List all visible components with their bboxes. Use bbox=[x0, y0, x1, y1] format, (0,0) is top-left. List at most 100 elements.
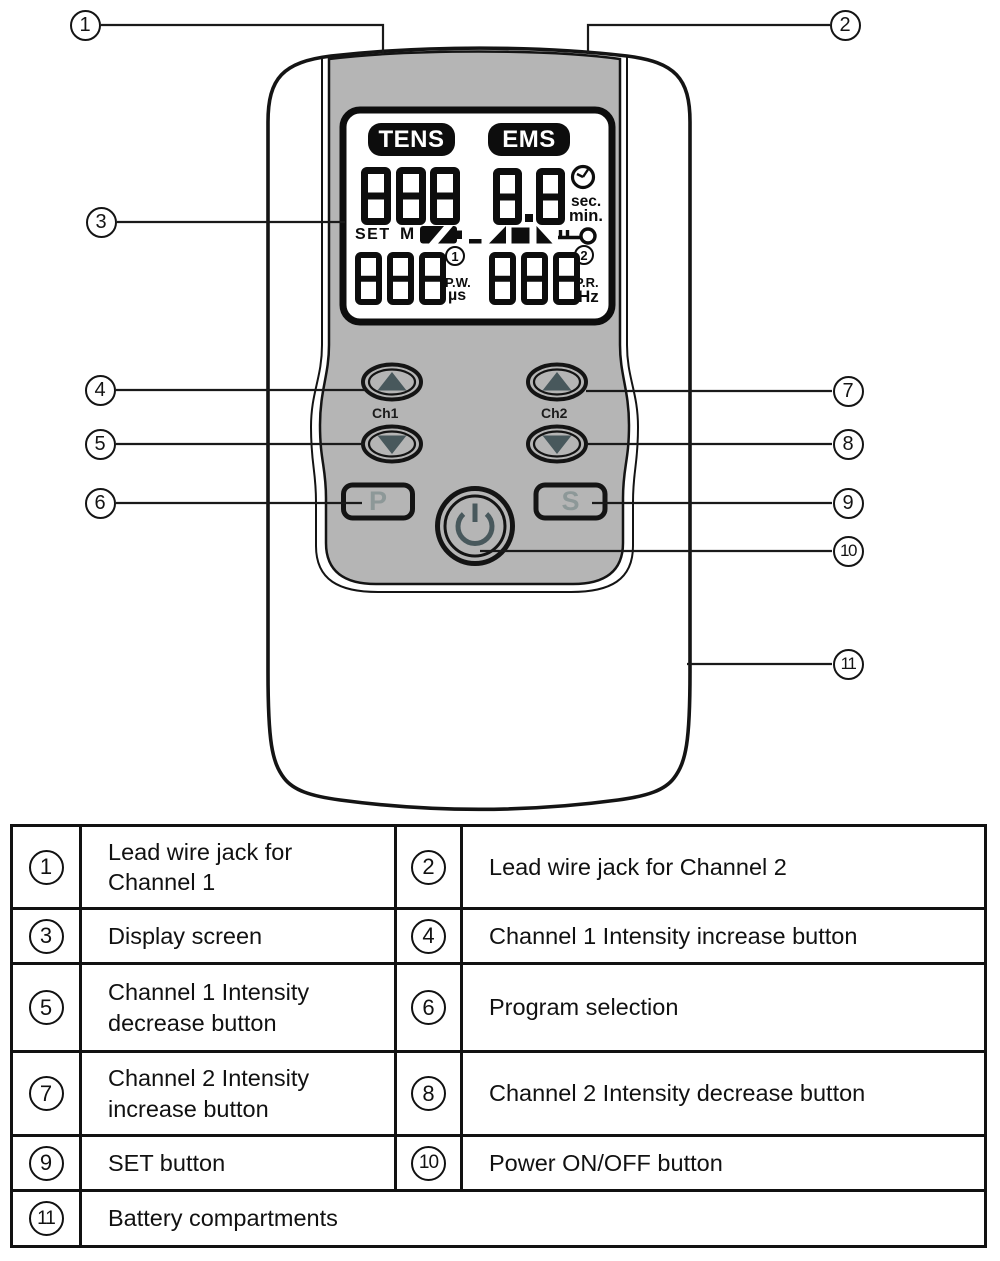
tens-badge-bg bbox=[368, 123, 455, 156]
sec-unit-label: sec. bbox=[571, 193, 602, 210]
us-unit-label: µs bbox=[448, 287, 467, 304]
legend-table: 1 Lead wire jack for Channel 1 2 Lead wi… bbox=[10, 824, 987, 1248]
ch2-intensity-down-button[interactable] bbox=[526, 424, 588, 464]
table-desc-cell: Channel 2 Intensity increase button bbox=[82, 1053, 394, 1134]
callout-lines bbox=[101, 23, 832, 666]
table-desc-cell: Channel 1 Intensity decrease button bbox=[82, 965, 394, 1050]
up-arrow-icon bbox=[542, 372, 572, 391]
ems-badge-bg bbox=[488, 123, 570, 156]
table-num-cell: 7 bbox=[13, 1053, 79, 1134]
table-callout-2: 2 bbox=[411, 849, 446, 885]
segment-digit bbox=[493, 168, 522, 225]
table-num-cell: 2 bbox=[397, 827, 460, 907]
callout-4: 4 bbox=[84, 374, 116, 406]
table-callout-10: 10 bbox=[411, 1145, 446, 1181]
segment-digit bbox=[430, 167, 460, 225]
segment-digit bbox=[355, 252, 382, 305]
table-num-cell: 10 bbox=[397, 1137, 460, 1189]
up-arrow-icon bbox=[377, 372, 407, 391]
callout-9: 9 bbox=[832, 487, 864, 519]
set-indicator: SET bbox=[355, 226, 391, 243]
segment-digit bbox=[536, 168, 565, 225]
pw-label: P.W. bbox=[445, 275, 471, 290]
intensity-ramp-icon bbox=[489, 226, 553, 244]
table-num-cell: 8 bbox=[397, 1053, 460, 1134]
table-desc-cell: SET button bbox=[82, 1137, 394, 1189]
ch1-intensity-up-button[interactable] bbox=[361, 362, 423, 402]
table-desc-cell: Lead wire jack for Channel 1 bbox=[82, 827, 394, 907]
ch2-intensity-up-button[interactable] bbox=[526, 362, 588, 402]
tens-badge: TENS bbox=[378, 125, 445, 153]
segment-digit bbox=[395, 167, 426, 225]
program-button-label[interactable]: P bbox=[368, 486, 387, 516]
callout-7: 7 bbox=[832, 375, 864, 407]
table-num-cell: 11 bbox=[13, 1192, 79, 1245]
timer-digits bbox=[493, 168, 565, 225]
power-button[interactable] bbox=[435, 486, 515, 566]
callout-2: 2 bbox=[829, 9, 861, 41]
ch1-intensity-down-button[interactable] bbox=[361, 424, 423, 464]
table-num-cell: 9 bbox=[13, 1137, 79, 1189]
segment-digit bbox=[489, 252, 516, 305]
timer-clock-icon bbox=[570, 164, 596, 190]
table-callout-8: 8 bbox=[411, 1076, 446, 1111]
table-desc-cell: Channel 1 Intensity increase button bbox=[463, 910, 984, 962]
ch1-intensity-digits bbox=[361, 167, 460, 225]
table-num-cell: 5 bbox=[13, 965, 79, 1050]
down-arrow-icon bbox=[542, 435, 572, 454]
table-desc-cell: Lead wire jack for Channel 2 bbox=[463, 827, 984, 907]
memory-indicator: M bbox=[400, 224, 415, 243]
table-desc-cell: Battery compartments bbox=[82, 1192, 984, 1245]
table-callout-6: 6 bbox=[411, 990, 446, 1025]
battery-icon bbox=[420, 226, 462, 244]
callout-8: 8 bbox=[832, 428, 864, 460]
table-callout-5: 5 bbox=[28, 990, 64, 1025]
callout-11: 11 bbox=[832, 648, 864, 680]
table-num-cell: 6 bbox=[397, 965, 460, 1050]
dash-indicator bbox=[469, 239, 482, 244]
set-button-label[interactable]: S bbox=[561, 486, 580, 516]
power-icon bbox=[455, 503, 495, 547]
segment-digit bbox=[553, 252, 580, 305]
keylock-icon bbox=[558, 227, 597, 245]
table-callout-3: 3 bbox=[28, 918, 64, 954]
hz-unit-label: Hz bbox=[578, 287, 599, 306]
table-num-cell: 1 bbox=[13, 827, 79, 907]
callout-3: 3 bbox=[85, 206, 117, 238]
table-callout-1: 1 bbox=[28, 849, 64, 885]
table-num-cell: 4 bbox=[397, 910, 460, 962]
ch1-label: Ch1 bbox=[372, 405, 399, 421]
program-button[interactable] bbox=[341, 482, 415, 521]
segment-digit bbox=[521, 252, 548, 305]
pulse-rate-digits bbox=[489, 252, 580, 305]
table-callout-7: 7 bbox=[28, 1076, 64, 1111]
channel2-indicator: 2 bbox=[574, 245, 594, 265]
pulse-width-digits bbox=[355, 252, 446, 305]
callout-1: 1 bbox=[69, 9, 101, 41]
table-num-cell: 3 bbox=[13, 910, 79, 962]
segment-digit bbox=[361, 167, 391, 225]
callout-5: 5 bbox=[84, 428, 116, 460]
set-button[interactable] bbox=[533, 482, 608, 521]
table-callout-11: 11 bbox=[28, 1201, 64, 1236]
callout-10: 10 bbox=[832, 535, 864, 567]
table-desc-cell: Program selection bbox=[463, 965, 984, 1050]
leader-2 bbox=[586, 23, 830, 54]
down-arrow-icon bbox=[377, 435, 407, 454]
segment-dot bbox=[525, 214, 533, 222]
callout-6: 6 bbox=[84, 487, 116, 519]
table-desc-cell: Display screen bbox=[82, 910, 394, 962]
table-desc-cell: Power ON/OFF button bbox=[463, 1137, 984, 1189]
channel1-indicator: 1 bbox=[445, 246, 465, 266]
table-desc-cell: Channel 2 Intensity decrease button bbox=[463, 1053, 984, 1134]
ch2-label: Ch2 bbox=[541, 405, 568, 421]
panel-groove bbox=[309, 57, 640, 593]
table-callout-9: 9 bbox=[28, 1145, 64, 1181]
segment-digit bbox=[387, 252, 414, 305]
leader-1 bbox=[101, 23, 385, 54]
segment-digit bbox=[419, 252, 446, 305]
pr-label: P.R. bbox=[575, 275, 599, 290]
table-callout-4: 4 bbox=[411, 918, 446, 954]
ems-badge: EMS bbox=[502, 125, 556, 153]
